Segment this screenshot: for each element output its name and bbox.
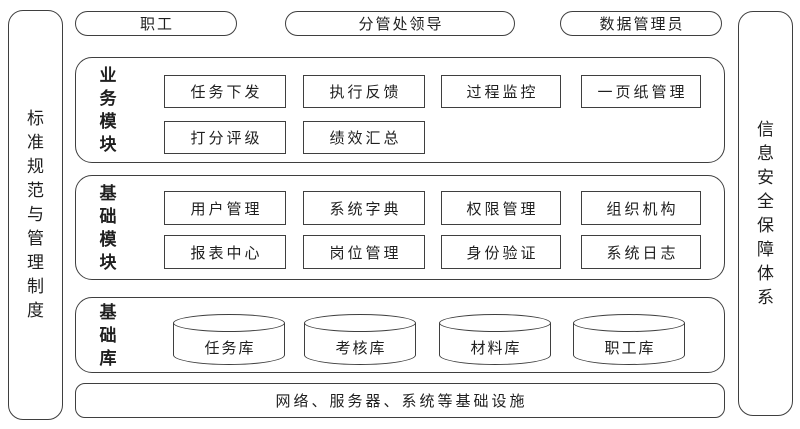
infrastructure-bar-label: 网络、服务器、系统等基础设施 [275, 394, 528, 410]
database-cylinder-assessment-label: 考核库 [335, 341, 387, 357]
module-box-process-monitoring: 过程监控 [441, 75, 561, 108]
module-box-system-log: 系统日志 [581, 235, 701, 269]
standards-pillar-label: 标准规范与管理制度 [26, 109, 44, 320]
infrastructure-bar: 网络、服务器、系统等基础设施 [75, 383, 725, 418]
database-cylinder-material-label: 材料库 [470, 341, 522, 357]
basic-modules-title: 基础模块 [99, 183, 117, 272]
module-box-one-page-management: 一页纸管理 [581, 75, 701, 108]
database-cylinder-staff-label: 职工库 [604, 341, 656, 357]
database-cylinder-task: 任务库 [173, 314, 285, 365]
business-modules-title: 业务模块 [99, 66, 117, 154]
database-cylinder-material: 材料库 [439, 314, 551, 365]
basic-modules-panel: 基础模块 用户管理 系统字典 权限管理 组织机构 报表中心 岗位管理 身份验证 … [75, 175, 725, 280]
database-cylinder-task-label: 任务库 [204, 341, 256, 357]
module-box-performance-summary: 绩效汇总 [303, 121, 425, 154]
database-panel-title: 基础库 [99, 302, 117, 368]
cylinder-top-ellipse [173, 314, 285, 332]
database-panel: 基础库 任务库 考核库 材料库 职工库 [75, 297, 725, 373]
actor-pill-division-leader-label: 分管处领导 [358, 17, 444, 33]
cylinder-top-ellipse [573, 314, 685, 332]
security-pillar: 信息安全保障体系 [738, 11, 793, 416]
cylinder-top-ellipse [304, 314, 416, 332]
module-box-user-management: 用户管理 [164, 191, 286, 225]
database-cylinder-staff: 职工库 [573, 314, 685, 365]
business-modules-panel: 业务模块 任务下发 执行反馈 过程监控 一页纸管理 打分评级 绩效汇总 [75, 57, 725, 163]
actor-pill-staff: 职工 [75, 11, 237, 36]
module-box-report-center: 报表中心 [164, 235, 286, 269]
module-box-position-management: 岗位管理 [303, 235, 425, 269]
standards-pillar: 标准规范与管理制度 [8, 10, 63, 420]
module-box-scoring-rating: 打分评级 [164, 121, 286, 154]
security-pillar-label: 信息安全保障体系 [756, 119, 774, 307]
actor-pill-data-admin-label: 数据管理员 [599, 17, 685, 33]
module-box-task-dispatch: 任务下发 [164, 75, 286, 108]
module-box-permission-management: 权限管理 [441, 191, 561, 225]
module-box-identity-verification: 身份验证 [441, 235, 561, 269]
actor-pill-staff-label: 职工 [139, 17, 174, 33]
database-cylinder-assessment: 考核库 [304, 314, 416, 365]
module-box-execution-feedback: 执行反馈 [303, 75, 425, 108]
module-box-organization-structure: 组织机构 [581, 191, 701, 225]
actor-pill-division-leader: 分管处领导 [285, 11, 515, 36]
module-box-system-dictionary: 系统字典 [303, 191, 425, 225]
cylinder-top-ellipse [439, 314, 551, 332]
actor-pill-data-admin: 数据管理员 [560, 11, 722, 36]
